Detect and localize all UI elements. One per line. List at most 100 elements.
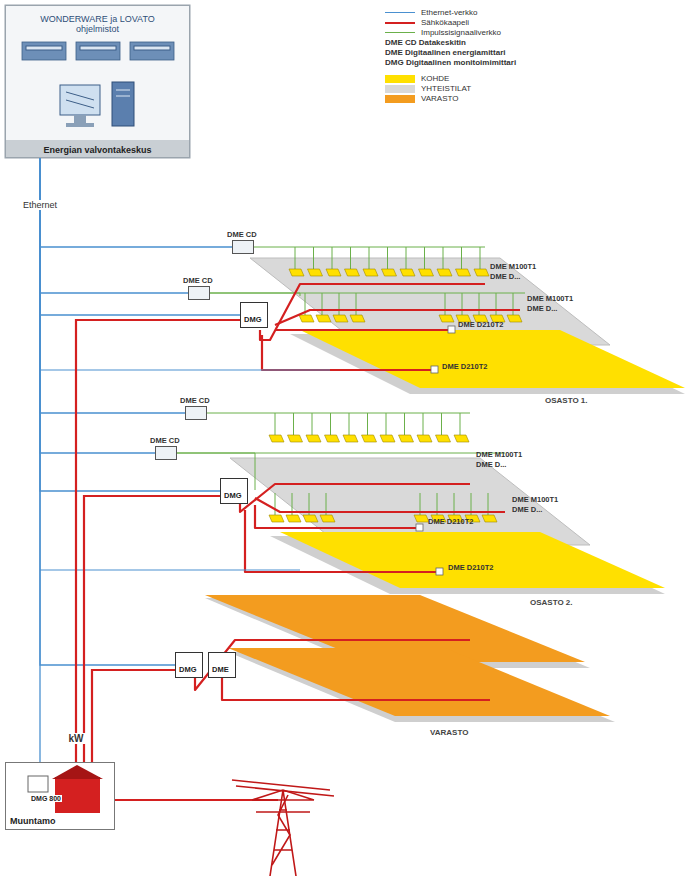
area-name: OSASTO 1. <box>545 396 588 405</box>
node-title: DMG <box>179 665 199 674</box>
node-title: DMG <box>224 491 244 500</box>
impulse-drop <box>367 413 368 435</box>
illustration-polygon <box>52 765 103 779</box>
legend-item: DME Digitaalinen energiamittari <box>385 48 605 58</box>
node-title: DME <box>212 665 232 674</box>
impulse-drop <box>479 293 480 315</box>
legend-swatch <box>385 75 415 83</box>
luminaire <box>456 269 471 276</box>
node-subtitle: Energian valvontakeskus <box>6 145 189 155</box>
luminaire <box>286 515 301 522</box>
impulse-drop <box>313 247 314 269</box>
luminaire <box>362 435 377 442</box>
impulse-drop <box>350 247 351 269</box>
meter-label: DME D210T2 <box>458 320 503 329</box>
illustration-rect <box>5 140 190 158</box>
meter-label: DME D... <box>527 304 557 313</box>
luminaire <box>345 269 360 276</box>
illustration-rect <box>416 524 423 531</box>
luminaire <box>454 435 469 442</box>
illustration-rect <box>60 85 100 115</box>
luminaire <box>333 315 348 322</box>
illustration-rect <box>74 115 86 123</box>
legend-item: DMG Digitaalinen monitoimimittari <box>385 58 605 68</box>
meter-label: DME D... <box>512 505 542 514</box>
node-title: DMG 800 <box>30 795 62 802</box>
legend-text: KOHDE <box>421 74 449 84</box>
node-title: DME CD <box>183 276 213 285</box>
edge-label: kW <box>67 733 86 744</box>
luminaire <box>414 515 429 522</box>
illustration-path <box>232 780 334 796</box>
impulse-drop <box>406 247 407 269</box>
illustration-path <box>66 92 94 108</box>
impulse-drop <box>445 293 446 315</box>
meter-label: DME M100T1 <box>527 294 573 303</box>
illustration-g <box>232 780 334 876</box>
illustration-rect <box>5 5 190 158</box>
illustration-rect <box>22 42 66 60</box>
impulse-drop <box>322 293 323 315</box>
substation-box: DMG 800Muuntamo <box>5 762 115 830</box>
luminaire <box>350 315 365 322</box>
illustration-path <box>260 284 485 340</box>
luminaire <box>289 269 304 276</box>
legend-line <box>385 32 415 33</box>
meter-box: DMG <box>220 478 248 504</box>
ethernet-line <box>40 158 240 315</box>
legend-text: VARASTO <box>421 94 459 104</box>
illustration-rect <box>76 42 120 60</box>
illustration-path <box>40 369 330 370</box>
impulse-drop <box>330 413 331 435</box>
power-cable <box>92 670 175 762</box>
legend-swatch <box>385 85 415 93</box>
meter-label: DME M100T1 <box>512 495 558 504</box>
illustration-path <box>275 329 452 331</box>
impulse-drop <box>462 293 463 315</box>
meter-label: DME D... <box>476 460 506 469</box>
ethernet-line <box>40 158 232 247</box>
legend-text: Impulssisignaaliverkko <box>421 28 501 38</box>
impulse-drop <box>424 247 425 269</box>
luminaire <box>325 435 340 442</box>
node-title: WONDERWARE ja LOVATO ohjelmistot <box>26 14 169 34</box>
data-concentrator: DME CD <box>185 406 207 420</box>
luminaire <box>380 435 395 442</box>
illustration-rect <box>130 42 174 60</box>
illustration-polygon <box>230 458 590 545</box>
legend-item: DME CD Datakeskitin <box>385 38 605 48</box>
illustration-g <box>22 42 174 60</box>
legend-text: YHTEISTILAT <box>421 84 471 94</box>
luminaire <box>299 315 314 322</box>
data-concentrator: DME CD <box>155 446 177 460</box>
luminaire <box>507 315 522 322</box>
illustration-path <box>270 790 296 876</box>
luminaire <box>269 515 284 522</box>
meter-label: DME D210T2 <box>448 563 493 572</box>
illustration-polygon <box>300 330 685 388</box>
luminaire <box>437 269 452 276</box>
luminaire <box>363 269 378 276</box>
area-name: OSASTO 2. <box>530 598 573 607</box>
impulse-drop <box>275 493 276 515</box>
meter-label: DME D... <box>490 272 520 281</box>
luminaire <box>400 269 415 276</box>
legend-item: VARASTO <box>385 94 605 104</box>
impulse-drop <box>443 247 444 269</box>
luminaire <box>419 269 434 276</box>
impulse-drop <box>513 293 514 315</box>
illustration-path <box>207 413 470 414</box>
illustration-g <box>177 247 525 490</box>
meter-label: DME M100T1 <box>490 262 536 271</box>
illustration-path <box>255 498 505 512</box>
meter-box: DMG <box>240 302 268 328</box>
node-title: DME CD <box>150 436 180 445</box>
illustration-path <box>255 505 420 528</box>
luminaire <box>439 315 454 322</box>
node-title: DME CD <box>227 230 257 239</box>
illustration-g <box>26 46 170 50</box>
illustration-path <box>262 335 435 370</box>
meter-label: DME D210T2 <box>428 517 473 526</box>
area-name: VARASTO <box>430 728 468 737</box>
